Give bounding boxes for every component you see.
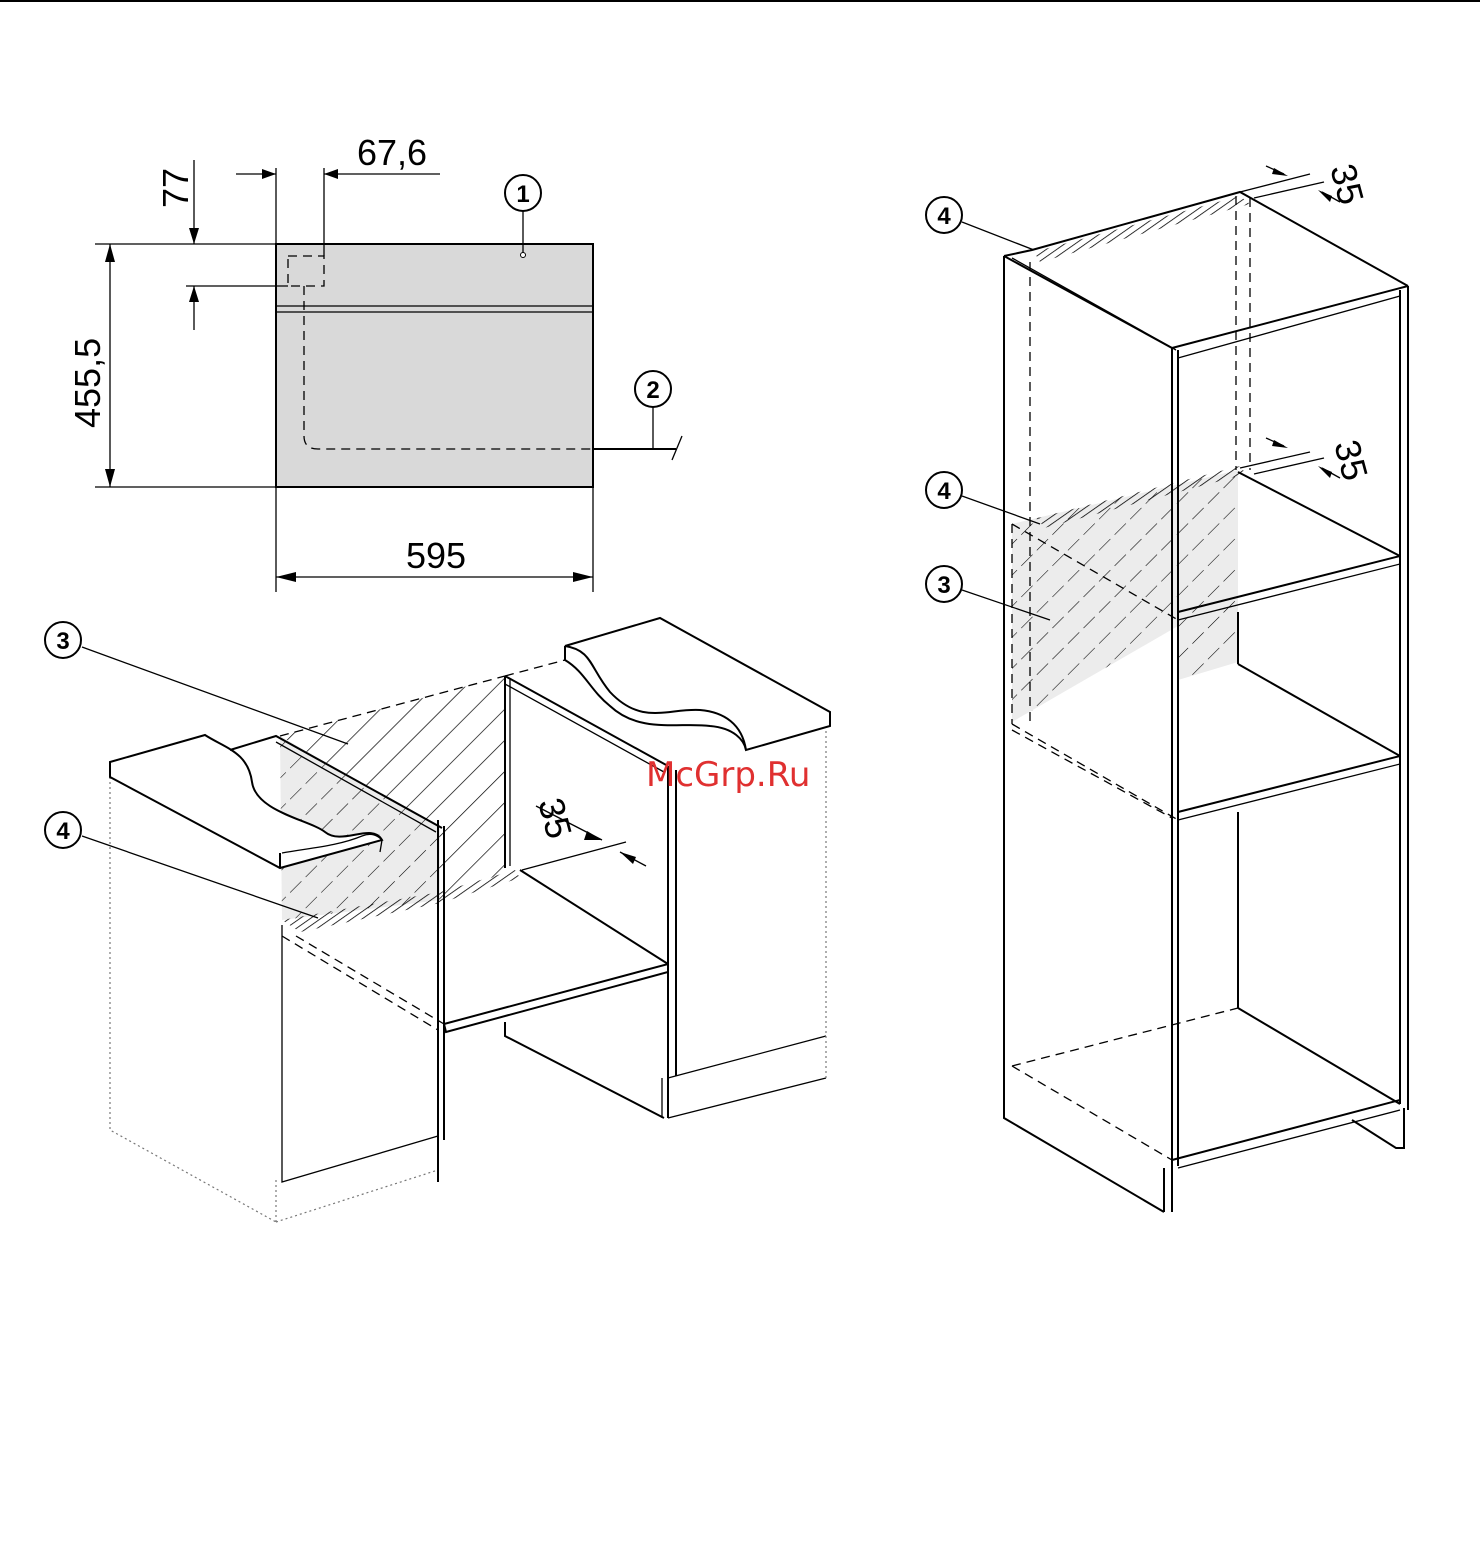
- dim-gap-tall-middle: 35: [1326, 435, 1376, 484]
- dim-top-offset: 77: [155, 168, 196, 208]
- tall-unit: 35 35 4 4 3: [926, 159, 1408, 1212]
- callout-4-tall-middle-label: 4: [937, 478, 951, 505]
- callout-4-tall-top-label: 4: [937, 203, 951, 230]
- base-unit: 35 3 4: [45, 618, 830, 1222]
- dim-side-offset: 67,6: [357, 132, 427, 173]
- watermark: McGrp.Ru: [646, 755, 810, 795]
- callout-4-base-label: 4: [56, 818, 70, 845]
- dim-gap-base: 35: [530, 793, 580, 842]
- front-view: 67,6 77 455,5 595 1 2: [67, 132, 682, 592]
- callout-3-tall-label: 3: [937, 572, 950, 599]
- dim-width: 595: [406, 535, 466, 576]
- callout-2-label: 2: [646, 377, 659, 404]
- callout-3-base-label: 3: [56, 628, 69, 655]
- dim-height: 455,5: [67, 338, 108, 428]
- callout-1-label: 1: [516, 181, 529, 208]
